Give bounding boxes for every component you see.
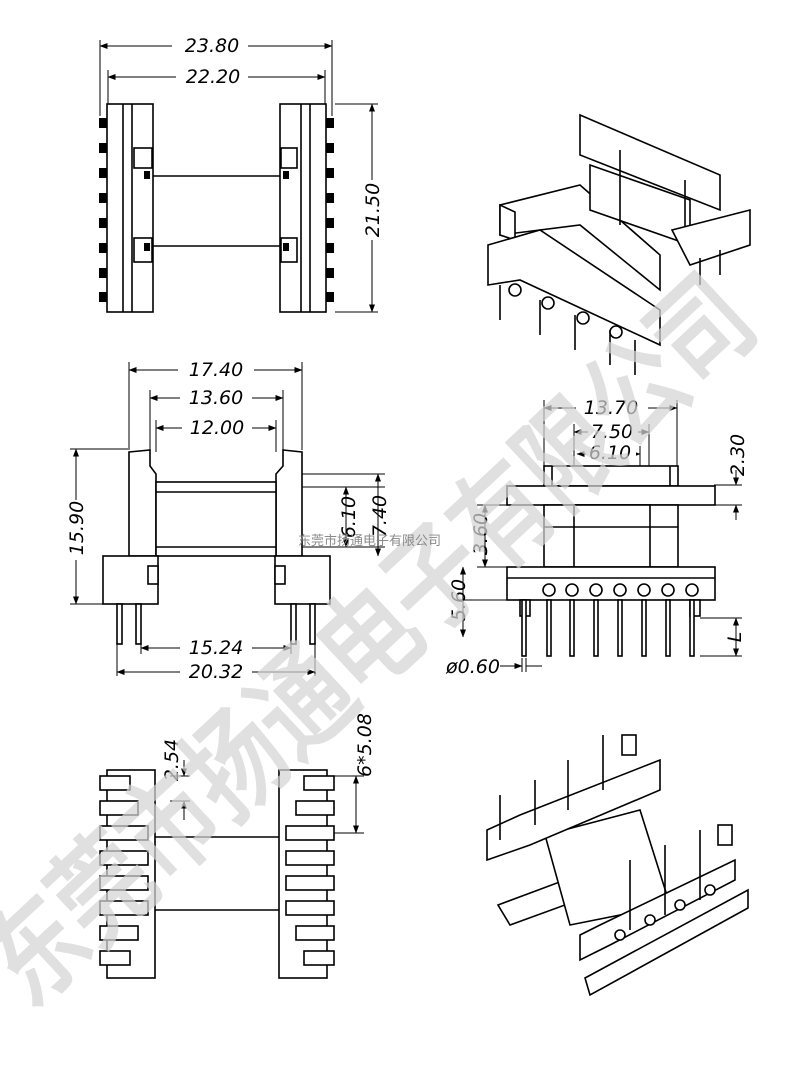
dim-pin-outer-span: 20.32: [189, 661, 243, 683]
dim-side-inner-width: 13.60: [189, 387, 243, 409]
dim-front-overall-width: 13.70: [584, 397, 638, 419]
front-pins: [521, 599, 695, 657]
dim-front-core-width: 6.10: [589, 442, 631, 464]
dim-front-window-height: 3.60: [470, 513, 492, 555]
dim-front-base-height: 5.60: [448, 579, 470, 621]
front-view: 13.70 7.50 6.10 2.30 3.60 5.60: [445, 395, 749, 678]
dim-pin-pitch: 2.54: [161, 739, 183, 781]
dim-front-mid-width: 7.50: [591, 421, 633, 443]
dim-pin-row-spacing: 15.24: [189, 637, 243, 659]
dim-pin-diameter: ø0.60: [445, 656, 500, 678]
isometric-view-top: [487, 113, 751, 375]
dim-side-total-height: 15.90: [66, 501, 88, 555]
dim-top-overall-width: 23.80: [185, 35, 239, 57]
top-view: 23.80 22.20 21.50: [99, 33, 384, 313]
bottom-right-pads: [285, 775, 335, 966]
dim-side-flange-width: 17.40: [189, 359, 243, 381]
dim-top-inner-width: 22.20: [186, 66, 240, 88]
dim-side-window-height: 6.10: [338, 496, 360, 538]
dim-side-flange-height: 7.40: [369, 495, 391, 537]
iso-bottom-pins: [499, 735, 716, 941]
isometric-view-bottom: [486, 734, 749, 997]
dim-side-core-width: 12.00: [190, 417, 244, 439]
top-right-pins: [326, 118, 334, 302]
dim-pin-length: L: [724, 632, 746, 643]
dim-pin-pitch-total: 6*5.08: [354, 713, 376, 777]
bottom-view: 2.54 6*5.08: [99, 713, 376, 979]
bottom-left-pads: [99, 775, 149, 966]
top-left-pins: [99, 118, 107, 302]
side-view: 17.40 13.60 12.00 15.90 6.10 7.40: [64, 357, 391, 684]
watermark-small-text: 东莞市扬通电子有限公司: [298, 533, 441, 549]
dim-top-height: 21.50: [362, 183, 384, 237]
front-pin-eyelets: [542, 583, 699, 597]
dim-front-top-height: 2.30: [727, 434, 749, 476]
iso-top-pins: [499, 250, 721, 375]
